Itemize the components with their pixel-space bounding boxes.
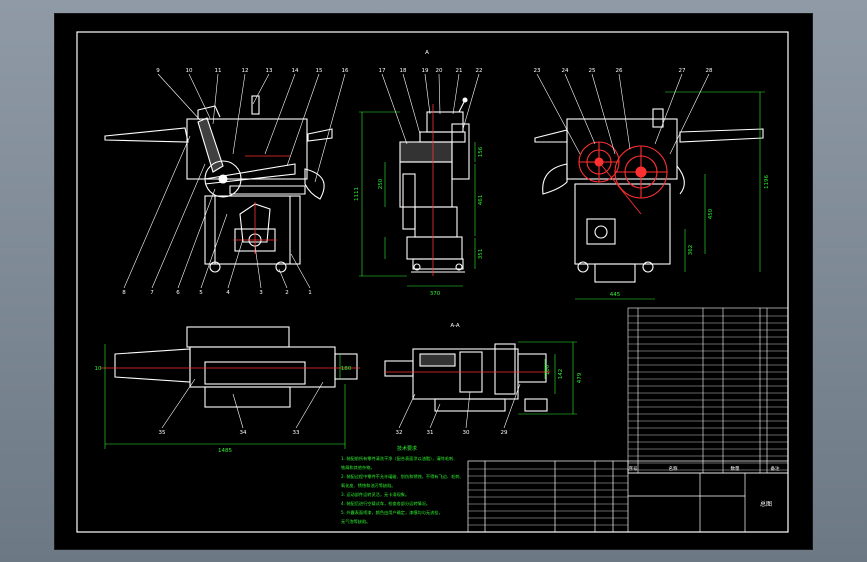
top-balloon-33: 33	[293, 430, 300, 436]
section-view-label: A-A	[450, 323, 460, 329]
balloon-12: 12	[242, 68, 249, 74]
rear-balloon-27: 27	[679, 68, 686, 74]
top-dimensions	[104, 344, 346, 449]
note-line: 3. 运动部件运转灵活，无卡滞现象。	[341, 491, 409, 498]
balloon-8: 8	[122, 290, 126, 296]
balloon-10: 10	[186, 68, 193, 74]
dim-100: 100	[545, 364, 551, 375]
rear-balloon-23: 23	[534, 68, 541, 74]
dim-370: 370	[430, 291, 441, 297]
rear-balloon-25: 25	[589, 68, 596, 74]
parts-list-rows	[628, 315, 788, 471]
title-block	[467, 460, 789, 533]
dim-1485: 1485	[218, 448, 232, 454]
top-view	[100, 326, 360, 408]
dim-250: 250	[378, 178, 384, 189]
top-balloon-35: 35	[159, 430, 166, 436]
assembly-drawing: 9 10 11 12 13 14 15 16 8 7 6 5 4 3 2 1	[76, 31, 789, 533]
section-balloon-32: 32	[396, 430, 403, 436]
dim-362: 362	[688, 245, 694, 256]
section-dimensions	[518, 341, 577, 415]
front-balloon-labels: 9 10 11 12 13 14 15 16 8 7 6 5 4 3 2 1	[122, 68, 349, 296]
header-name: 名称	[669, 465, 678, 472]
section-balloon-31: 31	[427, 430, 434, 436]
note-line: 2. 装配过程中零件不允许磕碰、划伤和锈蚀，不得有飞边、毛刺、	[341, 473, 464, 480]
dim-1111: 1111	[354, 187, 360, 201]
side-view	[399, 97, 470, 276]
balloon-4: 4	[226, 290, 230, 296]
section-labels: A-A 100 142 479 32 31 30 29	[396, 323, 584, 436]
dim-10: 10	[95, 366, 102, 372]
side-balloon-22: 22	[476, 68, 483, 74]
section-view	[384, 343, 550, 412]
dim-142: 142	[558, 369, 564, 380]
dim-156: 156	[478, 146, 484, 157]
notes-title: 技术要求	[397, 445, 417, 452]
note-line: 4. 装配后进行空载试车，检查各部分运转情况。	[341, 500, 430, 507]
section-balloon-29: 29	[501, 430, 508, 436]
balloon-15: 15	[316, 68, 323, 74]
balloon-9: 9	[156, 68, 160, 74]
dim-1196: 1196	[764, 175, 770, 189]
parts-list-upper	[627, 307, 789, 474]
rear-leaders	[536, 73, 710, 155]
balloon-2: 2	[285, 290, 289, 296]
header-index: 序号	[629, 465, 638, 472]
balloon-6: 6	[176, 290, 180, 296]
note-line: 氧化皮、锈蚀和油污等缺陷。	[341, 482, 395, 489]
rear-balloon-28: 28	[706, 68, 713, 74]
side-balloon-17: 17	[379, 68, 386, 74]
rear-labels: 23 24 25 26 27 28 1196 450 362 445	[534, 68, 771, 298]
header-remark: 备注	[771, 465, 780, 472]
dim-461: 461	[478, 195, 484, 206]
title-block-text: 序号 名称 数量 备注 总图	[629, 465, 780, 508]
drawing-title: 总图	[760, 500, 772, 508]
balloon-5: 5	[199, 290, 203, 296]
note-line: 无气泡等缺陷。	[341, 518, 370, 525]
side-view-label: A	[425, 50, 429, 56]
front-view	[104, 95, 333, 273]
top-leaders	[161, 378, 324, 429]
rear-view	[534, 108, 764, 283]
side-balloon-19: 19	[422, 68, 429, 74]
top-labels: 1485 180 10 35 34 33	[95, 366, 352, 454]
balloon-7: 7	[150, 290, 154, 296]
dim-351: 351	[478, 249, 484, 260]
side-balloon-18: 18	[400, 68, 407, 74]
dim-180: 180	[341, 366, 352, 372]
dim-445: 445	[610, 292, 621, 298]
side-balloon-21: 21	[456, 68, 463, 74]
drawing-sheet: 9 10 11 12 13 14 15 16 8 7 6 5 4 3 2 1	[55, 14, 812, 549]
note-line: 5. 外露表面喷漆，颜色由用户确定，漆膜均匀无流挂，	[341, 509, 443, 516]
note-line: 1. 装配前所有零件清洗干净（配合表面涂以油脂），清除毛刺、	[341, 455, 457, 462]
side-dimensions	[359, 111, 476, 287]
title-block-rows	[468, 468, 628, 526]
balloon-1: 1	[308, 290, 312, 296]
balloon-14: 14	[292, 68, 299, 74]
balloon-11: 11	[215, 68, 222, 74]
top-balloon-34: 34	[240, 430, 247, 436]
balloon-16: 16	[342, 68, 349, 74]
section-leaders	[398, 383, 521, 429]
rear-balloon-26: 26	[616, 68, 623, 74]
rear-dimensions	[575, 91, 765, 300]
front-leaders	[123, 73, 346, 289]
section-balloon-30: 30	[463, 430, 470, 436]
header-qty: 数量	[731, 465, 740, 472]
side-leaders	[381, 73, 480, 145]
side-labels: A 17 18 19 20 21 22 1111 250 156 461 351…	[354, 50, 484, 297]
note-line: 铁屑和其他杂物。	[341, 464, 375, 471]
rear-balloon-24: 24	[562, 68, 569, 74]
balloon-13: 13	[266, 68, 273, 74]
dim-450: 450	[708, 208, 714, 219]
side-balloon-20: 20	[436, 68, 443, 74]
balloon-3: 3	[259, 290, 263, 296]
gear-train	[578, 141, 668, 199]
dim-479: 479	[577, 372, 583, 383]
technical-notes: 技术要求 1. 装配前所有零件清洗干净（配合表面涂以油脂），清除毛刺、 铁屑和其…	[341, 445, 464, 525]
drawing-frame	[76, 31, 789, 533]
